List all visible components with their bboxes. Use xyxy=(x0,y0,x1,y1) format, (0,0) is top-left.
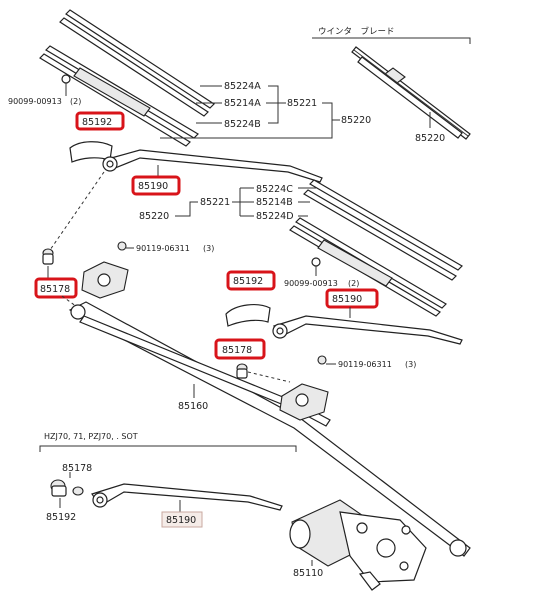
label-85224D: 85224D xyxy=(256,211,294,222)
dash-right-nut xyxy=(247,371,291,383)
arm-85190-right xyxy=(272,315,463,345)
top-blade-labels: 85224A 85214A 85224B 85221 85220 90099-0… xyxy=(8,81,371,139)
label-85224A: 85224A xyxy=(224,81,261,92)
variant-section: HZJ70, 71, PZJ70, . SOT 85178 85192 8519… xyxy=(39,432,297,528)
label-85190-top: 85190 xyxy=(138,181,168,192)
blade-section: ウインタ ブレード 85220 xyxy=(312,26,471,144)
motor-85110 xyxy=(289,499,427,591)
label-85192-top: 85192 xyxy=(82,117,112,128)
label-85220-blade: 85220 xyxy=(415,133,445,144)
section-bracket xyxy=(312,37,471,44)
label-85190-var: 85190 xyxy=(166,515,196,526)
label-85224B: 85224B xyxy=(224,119,261,130)
cap-85192-var xyxy=(50,479,67,497)
label-85214B: 85214B xyxy=(256,197,293,208)
label-90119-top-qty: (3) xyxy=(203,244,214,253)
label-90119-top: 90119-06311 xyxy=(136,244,190,253)
label-85160: 85160 xyxy=(178,401,208,412)
dash-top-arm xyxy=(49,171,105,251)
label-85178-var: 85178 xyxy=(62,463,92,474)
label-85178-right: 85178 xyxy=(222,345,252,356)
arm-85190-top xyxy=(102,149,323,183)
highlight-85192-top xyxy=(75,111,125,131)
section-title: ウインタ ブレード xyxy=(318,26,395,37)
highlight-85178-right xyxy=(214,338,266,360)
label-85110: 85110 xyxy=(293,568,323,579)
bolt-90119-right xyxy=(317,355,336,365)
label-85178-left: 85178 xyxy=(40,284,70,295)
label-85192-right: 85192 xyxy=(233,276,263,287)
cap-85192-right xyxy=(225,304,271,327)
label-85214A: 85214A xyxy=(224,98,261,109)
nut-85178-right xyxy=(236,363,248,379)
label-85224C: 85224C xyxy=(256,184,293,195)
box-85190-var xyxy=(161,511,203,528)
label-90099-top: 90099-00913 xyxy=(8,97,62,106)
top-blade-drawing xyxy=(39,9,215,147)
label-85221-top: 85221 xyxy=(287,98,317,109)
highlight-85192-right xyxy=(226,270,276,291)
label-85190-right: 85190 xyxy=(332,294,362,305)
highlight-85178-left xyxy=(34,277,78,299)
label-90099-mid: 90099-00913 xyxy=(284,279,338,288)
label-85192-var: 85192 xyxy=(46,512,76,523)
blade-drawing xyxy=(351,46,471,140)
nut-85178-left xyxy=(42,248,54,265)
label-90099-top-qty: (2) xyxy=(70,97,81,106)
label-90099-mid-qty: (2) xyxy=(348,279,359,288)
label-85221-mid: 85221 xyxy=(200,197,230,208)
nut-85178-var xyxy=(72,486,84,496)
label-90119-right: 90119-06311 xyxy=(338,360,392,369)
label-85220-top: 85220 xyxy=(341,115,371,126)
mid-blade-labels: 85224C 85214B 85224D 85221 85220 90099-0… xyxy=(139,184,359,288)
pivot-left xyxy=(81,261,129,299)
bolt-90119-top xyxy=(117,241,134,251)
pivot-right xyxy=(279,383,329,421)
variant-note: HZJ70, 71, PZJ70, . SOT xyxy=(44,432,138,441)
dash-left-nut xyxy=(61,295,85,313)
mid-blade-drawing xyxy=(289,179,463,317)
label-90119-right-qty: (3) xyxy=(405,360,416,369)
label-85220-mid: 85220 xyxy=(139,211,169,222)
highlight-85190-right xyxy=(325,288,379,309)
highlight-85190-top xyxy=(131,175,181,196)
arm-85190-var xyxy=(91,483,283,511)
link-rod-85160 xyxy=(68,301,471,557)
